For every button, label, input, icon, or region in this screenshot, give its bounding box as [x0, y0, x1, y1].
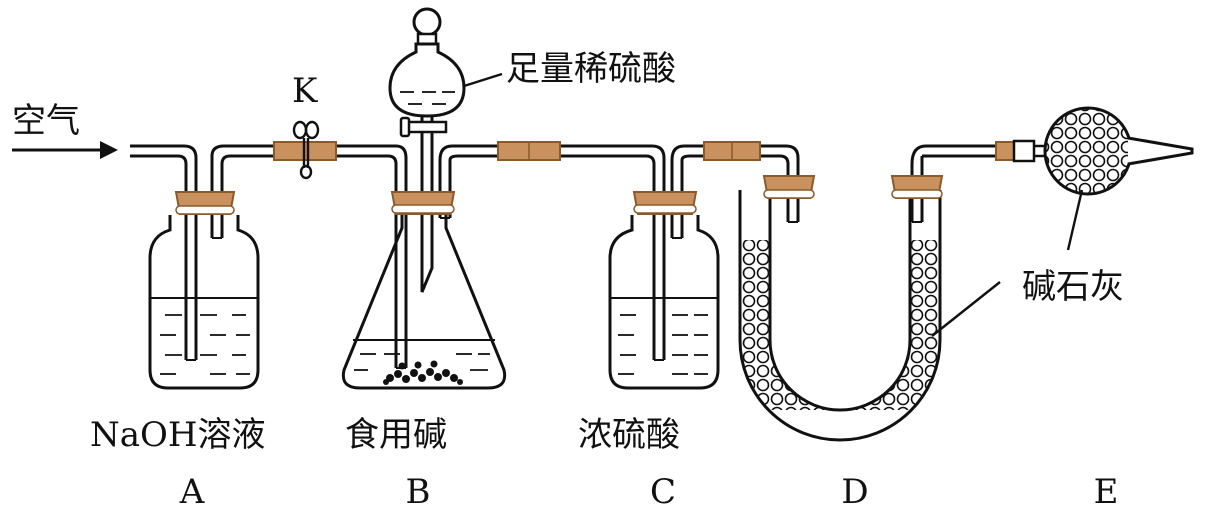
u-tube-d — [738, 156, 944, 442]
air-label: 空气 — [12, 101, 80, 141]
tube-d-to-e — [910, 144, 1000, 165]
lime-pointer-line-d — [931, 281, 1001, 337]
bottle-a-liquid — [160, 314, 250, 375]
letter-d: D — [841, 472, 868, 512]
letter-b: B — [406, 472, 431, 512]
rubber-connector-de — [995, 141, 1015, 161]
inlet-tube — [130, 144, 198, 200]
funnel-reagent-label: 足量稀硫酸 — [506, 49, 676, 89]
flask-b — [341, 160, 507, 390]
flask-b-liquid — [354, 353, 490, 371]
funnel-pointer-line — [463, 72, 503, 88]
letter-e: E — [1094, 472, 1119, 512]
letter-c: C — [650, 472, 676, 512]
bottle-a — [148, 160, 260, 390]
clamp-k — [292, 120, 320, 180]
letter-a: A — [179, 472, 205, 512]
drying-bulb-e — [1012, 106, 1194, 196]
flask-b-reagent-label: 食用碱 — [345, 415, 447, 455]
bottle-c-liquid — [618, 314, 708, 375]
flask-b-solid — [383, 360, 463, 385]
bottle-c-reagent-label: 浓硫酸 — [578, 415, 680, 455]
clamp-label: K — [292, 71, 318, 111]
lime-label: 碱石灰 — [1022, 267, 1124, 307]
separatory-funnel — [388, 7, 466, 200]
lime-pointer-line-e — [1066, 189, 1084, 251]
bottle-c — [608, 160, 720, 390]
air-inlet-arrow — [12, 141, 118, 159]
bottle-a-reagent-label: NaOH溶液 — [90, 415, 266, 455]
